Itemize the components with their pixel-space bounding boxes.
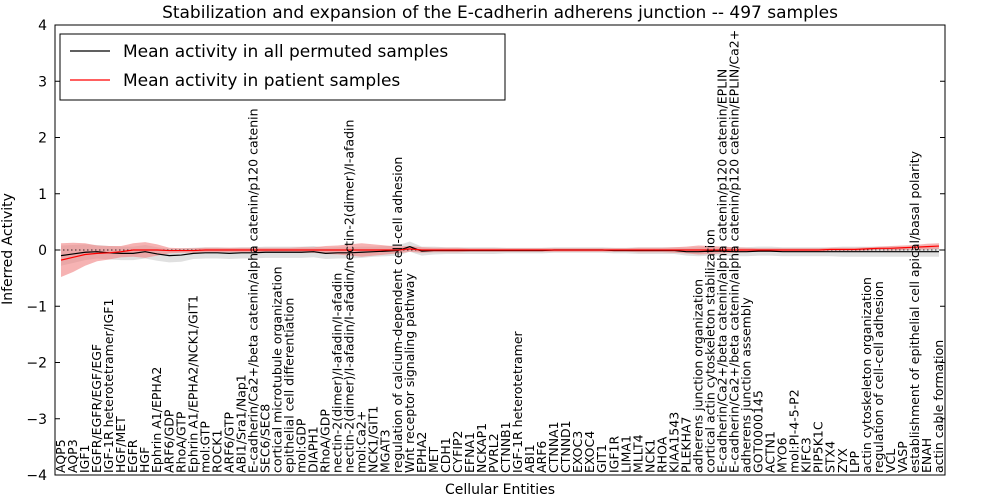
x-tick-label: E-cadherin/Ca2+/beta catenin/alpha caten…	[727, 30, 742, 473]
x-tick-label: mol:Ca2+	[354, 411, 369, 473]
x-tick-label: LPP	[847, 450, 862, 473]
y-tick-label: −1	[26, 299, 47, 315]
x-tick-label: epithelial cell differentiation	[282, 298, 297, 473]
x-tick-label: E-cadherin/Ca2+/beta catenin/alpha caten…	[245, 108, 260, 473]
legend-box	[59, 33, 506, 101]
x-tick-label: adherens junction organization	[690, 279, 705, 473]
x-tick-label: EPHA2	[414, 432, 429, 473]
x-tick-label: MYO6	[775, 437, 790, 473]
x-tick-label: actin cable formation	[931, 340, 946, 473]
x-tick-label: regulation of cell-cell adhesion	[871, 281, 886, 473]
legend-label-patient: Mean activity in patient samples	[123, 71, 400, 91]
y-tick-label: 3	[38, 74, 47, 90]
x-tick-label: ABI1/Sra1/Nap1	[233, 374, 248, 473]
x-tick-label: IGF-1R heterotetramer	[510, 330, 525, 473]
x-tick-label: MLLT4	[630, 434, 645, 473]
x-tick-label: ABI1	[522, 444, 537, 473]
x-tick-label: KIFC3	[799, 437, 814, 473]
y-tick-label: 4	[38, 18, 47, 34]
x-tick-label: mol:PI-4-5-P2	[787, 389, 802, 473]
y-tick-label: −3	[26, 412, 47, 428]
x-tick-label: KIAA1543	[666, 412, 681, 473]
y-tick-label: −2	[26, 356, 47, 372]
x-tick-label: regulation of calcium-dependent cell-cel…	[390, 157, 405, 473]
x-tick-label: STX4	[823, 441, 838, 473]
x-tick-label: NCK1/GIT1	[366, 406, 381, 473]
x-tick-label: ARF6/GTP	[221, 412, 236, 473]
x-tick-label: DIAPH1	[306, 426, 321, 473]
x-tick-label: CTNNA1	[546, 421, 561, 473]
series-line-1	[60, 245, 940, 261]
x-tick-label: HGF/MET	[113, 416, 128, 473]
x-tick-label: actin cytoskeleton organization	[859, 277, 874, 473]
x-tick-label: MET	[426, 446, 441, 473]
x-tick-label: RHOA	[654, 436, 669, 473]
x-tick-label: ROCK1	[209, 430, 224, 473]
x-tick-label: ACTN1	[763, 431, 778, 473]
x-tick-label: NCKAP1	[474, 423, 489, 473]
x-tick-label: HGF	[137, 447, 152, 473]
x-tick-label: cortical microtubule organization	[270, 266, 285, 473]
x-tick-label: IGF1	[77, 444, 92, 473]
x-tick-label: Ephrin A1/EPHA2/NCK1/GIT1	[185, 295, 200, 473]
y-axis-label: Inferred Activity	[0, 193, 16, 305]
x-tick-label: LIMA1	[618, 435, 633, 473]
x-tick-label: IGF1R	[606, 435, 621, 473]
legend-label-permuted: Mean activity in all permuted samples	[123, 42, 448, 62]
y-tick-label: 1	[38, 187, 47, 203]
x-tick-label: GOT0000145	[751, 390, 766, 473]
x-tick-label: CTNNB1	[498, 421, 513, 473]
x-tick-label: VASP	[895, 441, 910, 473]
x-tick-label: CDH1	[438, 437, 453, 473]
x-tick-label: CTNND1	[558, 420, 573, 473]
x-tick-label: AQP5	[53, 439, 68, 473]
x-tick-label: ZYX	[835, 448, 850, 473]
plot-area: −4 −3 −2 −1 0 1 2 3 4AQP5AQP3IGF1EGFR/EGFR/EGF/E…	[26, 18, 946, 484]
x-tick-label: CYFIP2	[450, 430, 465, 473]
x-tick-label: PVRL2	[486, 433, 501, 473]
x-tick-label: establishment of epithelial cell apical/…	[907, 150, 922, 473]
x-tick-label: mol:GDP	[294, 418, 309, 473]
x-tick-label: adherens junction assembly	[739, 297, 754, 473]
x-tick-label: SEC6/SEC8	[257, 404, 272, 473]
x-tick-label: VCL	[883, 449, 898, 473]
x-tick-label: Ephrin A1/EPHA2	[149, 367, 164, 473]
x-axis-label: Cellular Entities	[445, 482, 555, 498]
y-tick-label: 0	[38, 243, 47, 259]
x-tick-label: mol:GTP	[197, 421, 212, 473]
x-tick-label: Wnt receptor signaling pathway	[402, 273, 417, 473]
x-tick-label: PLEKHA7	[678, 416, 693, 473]
x-tick-label: MGAT3	[378, 429, 393, 473]
x-tick-label: NCK1	[642, 439, 657, 473]
x-tick-label: EXOC3	[570, 431, 585, 473]
x-tick-label: EGFR	[125, 439, 140, 473]
x-tick-label: ARF6/GDP	[161, 409, 176, 473]
x-tick-label: EFNA1	[462, 432, 477, 473]
x-tick-label: nectin-2(dimer)/I-afadin/I-afadin	[330, 273, 345, 473]
x-tick-label: E-cadherin/Ca2+/beta catenin/alpha caten…	[715, 69, 730, 473]
x-tick-label: ENAH	[919, 438, 934, 473]
x-tick-label: GIT1	[594, 444, 609, 473]
x-tick-label: PIP5K1C	[811, 421, 826, 473]
y-tick-label: 2	[38, 131, 47, 147]
x-tick-label: RhoA/GDP	[318, 409, 333, 473]
x-tick-label: EXOC4	[582, 431, 597, 473]
x-tick-label: RhoA/GTP	[173, 411, 188, 473]
legend: Mean activity in all permuted samples Me…	[59, 33, 506, 101]
x-tick-label: cortical actin cytoskeleton stabilizatio…	[702, 229, 717, 473]
x-tick-label: ARF6	[534, 441, 549, 473]
x-tick-label: IGF-1R heterotetramer/IGF1	[101, 299, 116, 473]
x-tick-label: nectin-2(dimer)/I-afadin/I-afadin/nectin…	[342, 120, 357, 473]
x-tick-label: AQP3	[65, 439, 80, 473]
chart-title: Stabilization and expansion of the E-cad…	[162, 3, 838, 23]
y-tick-label: −4	[26, 468, 47, 484]
x-tick-label: EGFR/EGFR/EGF/EGF	[89, 344, 104, 473]
